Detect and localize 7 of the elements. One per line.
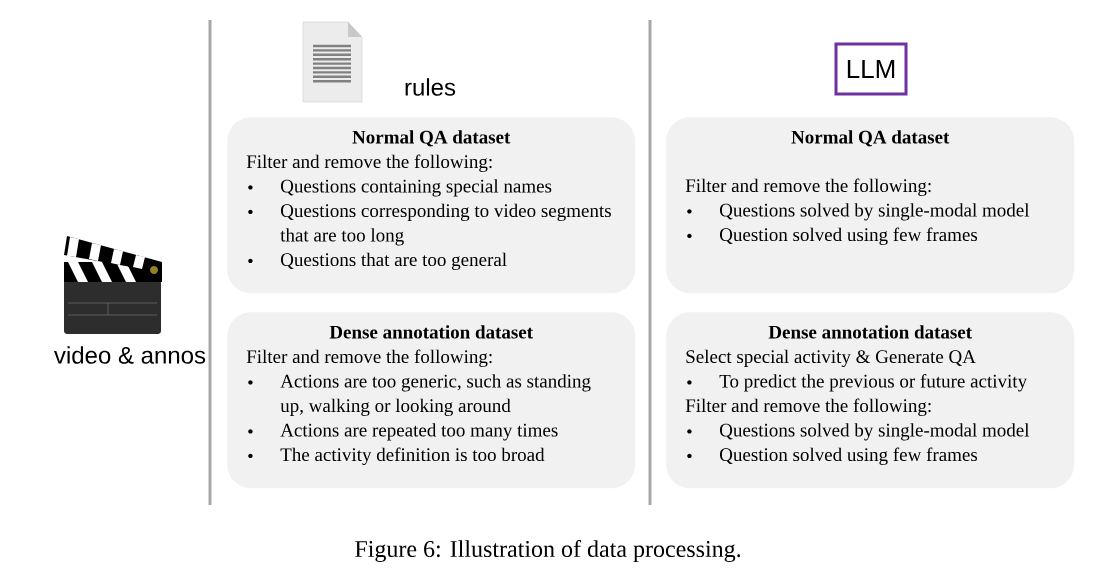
rounded-panel: Normal QA dataset Filter and remove the following: Questions solved by single-modal model Question solved using few frames bbox=[666, 117, 1075, 294]
llm-box: LLM bbox=[834, 42, 908, 96]
rounded-panel: Normal QA dataset Filter and remove the following: Questions containing special names Questions corresponding to video segments that are too long Questions that are too general bbox=[227, 117, 636, 294]
figure-caption: Figure 6: Illustration of data processing. bbox=[355, 539, 741, 563]
rounded-panel: Dense annotation dataset Filter and remove the following: Actions are too generic, such as standing up, walking or looking around Actions are repeated too many times The activity definition is too broad bbox=[227, 312, 636, 489]
text-label: video & annos bbox=[54, 346, 206, 364]
rounded-panel: Dense annotation dataset Select special activity & Generate QA To predict the previous or future activity Filter and remove the following: Questions solved by single-modal model Question solved using few frames bbox=[666, 312, 1075, 489]
